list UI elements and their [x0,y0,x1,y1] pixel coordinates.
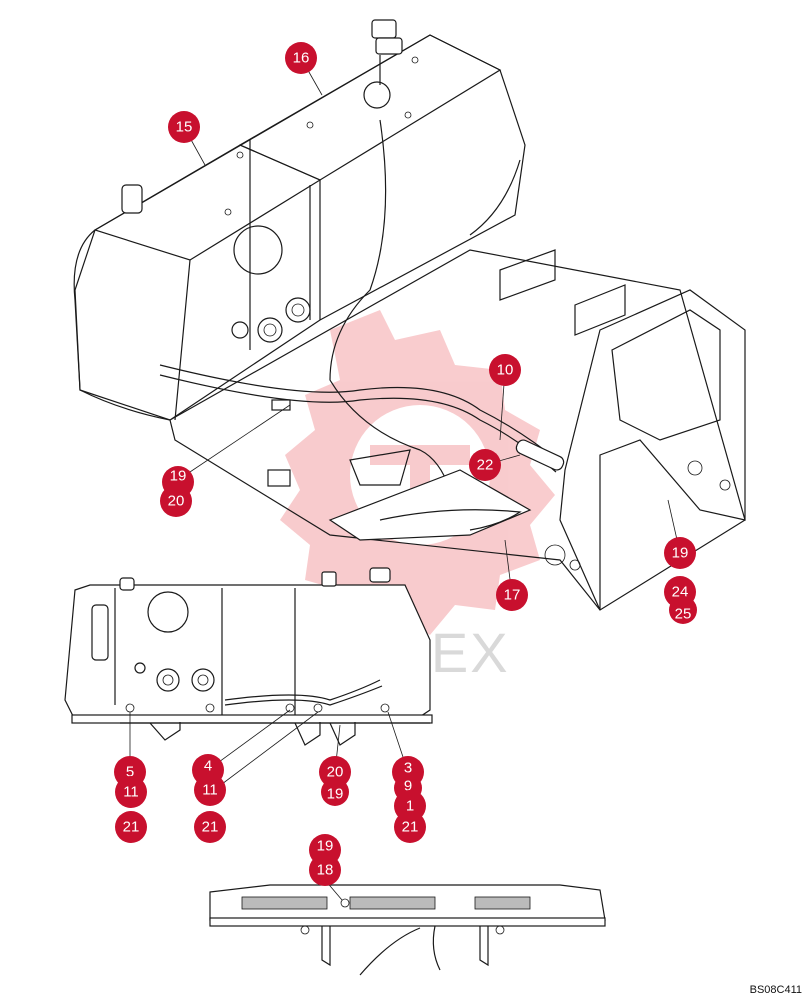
callout-22[interactable]: 22 [469,449,501,481]
main-frame-view [73,19,746,611]
svg-text:22: 22 [477,457,494,474]
right-upright-frame [559,289,746,611]
svg-text:5: 5 [126,764,134,781]
callout-21-a[interactable]: 21 [115,811,147,843]
svg-text:16: 16 [293,50,310,67]
svg-text:19: 19 [317,838,334,855]
callout-markers: 16 15 10 22 19 20 19 24 25 17 5 11 21 4 … [114,42,697,886]
svg-text:20: 20 [168,493,185,510]
callout-18[interactable]: 18 [309,854,341,886]
svg-text:11: 11 [202,782,218,799]
svg-text:1: 1 [406,798,414,815]
leader-lines-middle [129,709,409,791]
svg-text:25: 25 [675,606,692,623]
callout-15[interactable]: 15 [168,111,200,143]
svg-text:3: 3 [404,760,412,777]
svg-text:19: 19 [170,468,187,485]
svg-text:9: 9 [404,778,412,795]
svg-text:17: 17 [504,587,521,604]
callout-20-left[interactable]: 20 [160,485,192,517]
figure-code: BS08C411 [749,984,802,996]
svg-text:20: 20 [327,764,344,781]
callout-20-mid[interactable]: 20 [319,756,351,788]
svg-text:21: 21 [402,819,419,836]
svg-text:21: 21 [123,819,140,836]
svg-text:11: 11 [123,784,139,801]
svg-text:19: 19 [327,786,344,803]
tank-side-view [64,567,433,746]
callout-21-b[interactable]: 21 [194,811,226,843]
callout-10[interactable]: 10 [489,354,521,386]
callout-25[interactable]: 25 [669,596,697,624]
svg-text:15: 15 [176,119,193,136]
hose-lines [159,364,561,463]
svg-text:10: 10 [497,362,514,379]
svg-text:4: 4 [204,758,212,775]
callout-11-b[interactable]: 11 [194,774,226,806]
callout-19-right[interactable]: 19 [664,537,696,569]
callout-17[interactable]: 17 [496,579,528,611]
callout-11-a[interactable]: 11 [115,776,147,808]
svg-text:19: 19 [672,545,689,562]
callout-21-c[interactable]: 21 [394,811,426,843]
callout-16[interactable]: 16 [285,42,317,74]
svg-text:21: 21 [202,819,219,836]
bottom-mount-view [209,884,606,976]
callout-19-mid[interactable]: 19 [321,778,349,806]
tank-side-outline [64,584,431,721]
svg-text:18: 18 [317,862,334,879]
